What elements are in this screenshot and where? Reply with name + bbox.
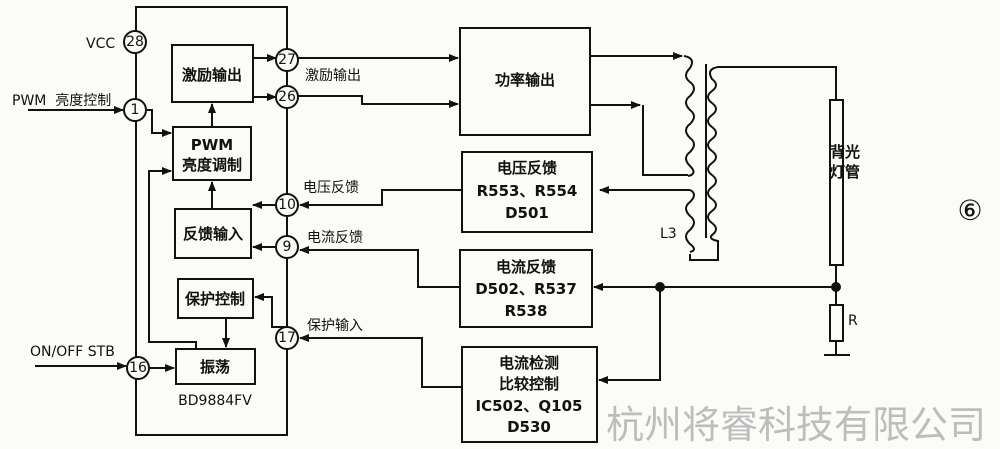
junction-dot [831,282,841,292]
svg-text:电流检测: 电流检测 [499,354,559,372]
svg-text:1: 1 [131,102,140,118]
pin-17: 17 [275,326,299,350]
wire [299,334,462,388]
wire [148,167,197,349]
ground-icon [824,341,850,356]
pin-16: 16 [126,356,150,380]
svg-text:D530: D530 [507,418,551,436]
power-output-block: 功率输出 [459,27,591,136]
svg-text:振荡: 振荡 [200,358,230,376]
l3-label: L3 [660,226,677,242]
pin-1: 1 [123,98,147,122]
wire [147,109,172,137]
svg-text:反馈输入: 反馈输入 [183,225,243,243]
pin-9: 9 [275,235,299,259]
svg-text:保护控制: 保护控制 [184,290,245,308]
pin-26: 26 [275,85,299,109]
wire [642,105,688,176]
svg-text:28: 28 [126,34,144,50]
pwm-input-label: PWM 亮度控制 [12,92,111,109]
pin-10: 10 [275,193,299,217]
figure-number: ⑥ [957,194,982,227]
wire [598,287,661,384]
lamp-label-1: 背光 [830,143,860,161]
backlight-lamp [829,99,844,266]
svg-text:D501: D501 [505,204,549,222]
wire [298,95,459,108]
ic-outline [135,6,288,436]
ic-part-number: BD9884FV [178,393,252,409]
svg-text:PWM: PWM [191,136,233,154]
vcc-label: VCC [86,36,115,52]
svg-text:10: 10 [278,197,296,213]
pwm-dimming-block: PWM 亮度调制 [172,126,252,181]
l3-coil [685,189,695,253]
watermark: 杭州将睿科技有限公司 [606,403,986,447]
svg-text:功率输出: 功率输出 [495,71,555,89]
svg-text:26: 26 [278,89,296,105]
svg-text:D502、R537: D502、R537 [475,280,577,298]
svg-text:27: 27 [278,52,296,68]
protection-input-label: 保护输入 [307,318,363,334]
svg-text:R553、R554: R553、R554 [477,182,578,200]
pin-28: 28 [123,30,147,54]
svg-text:激励输出: 激励输出 [182,66,242,84]
resistor-label: R [848,313,858,329]
stb-input-label: ON/OFF STB [30,344,115,360]
wire [299,246,460,288]
lamp-label-2: 灯管 [830,163,860,181]
drive-output-label: 激励输出 [305,67,361,84]
oscillator-block: 振荡 [175,348,256,385]
svg-text:17: 17 [278,330,296,346]
feedback-input-block: 反馈输入 [174,208,252,259]
primary-coil [683,55,695,177]
pin-27: 27 [275,48,299,72]
voltage-feedback-label: 电压反馈 [303,180,359,196]
protection-control-block: 保护控制 [177,278,254,319]
svg-text:16: 16 [129,360,147,376]
svg-text:电压反馈: 电压反馈 [497,159,557,177]
drive-output-block: 激励输出 [171,44,254,103]
svg-text:IC502、Q105: IC502、Q105 [476,397,583,415]
svg-text:亮度调制: 亮度调制 [182,156,242,174]
wire [254,293,287,328]
secondary-coil [689,66,719,261]
wire [718,66,837,100]
svg-text:9: 9 [283,239,292,255]
svg-text:R538: R538 [505,302,548,320]
svg-text:比较控制: 比较控制 [499,375,559,393]
junction-dot [655,282,665,292]
current-feedback-label: 电流反馈 [307,230,363,246]
svg-text:电流反馈: 电流反馈 [496,258,556,276]
wire [299,189,462,209]
sense-resistor [829,304,844,342]
